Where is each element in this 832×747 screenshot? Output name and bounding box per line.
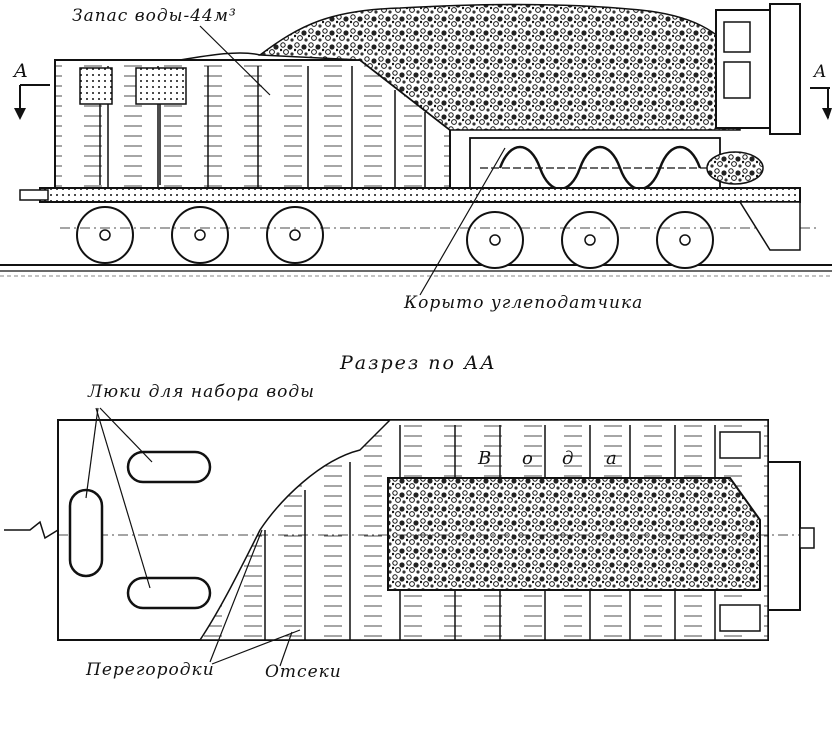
plan-view <box>4 407 815 667</box>
feeder-trough <box>469 137 721 189</box>
side-view <box>0 3 832 296</box>
plan-coal-bunker <box>387 477 761 591</box>
section-title: Разрез по АА <box>340 352 497 374</box>
section-mark-right-label: A <box>814 62 828 82</box>
stoker-housing <box>715 9 771 129</box>
coal-feeder-trough-label: Корыто углеподатчика <box>404 293 644 313</box>
water-letter-3: д <box>562 448 575 469</box>
section-marker-left <box>19 84 50 118</box>
plan-hatch-bottom <box>126 576 212 610</box>
water-reserve-label: Запас воды-44м³ <box>72 6 237 26</box>
feeder-screw <box>498 146 702 190</box>
water-hatches-label: Люки для набора воды <box>88 382 316 402</box>
plan-hatch-top <box>126 450 212 484</box>
partitions-label: Перегородки <box>86 660 215 680</box>
wheels <box>76 206 714 269</box>
plan-hatch-left <box>68 488 104 578</box>
compartments-label: Отсеки <box>265 662 342 682</box>
frame <box>39 187 801 203</box>
water-letter-1: В <box>478 448 493 469</box>
water-letter-4: а <box>606 448 618 469</box>
hatch-right <box>135 67 187 105</box>
water-letter-2: о <box>522 448 534 469</box>
section-mark-left-label: A <box>14 60 30 82</box>
hatch-left <box>79 67 113 105</box>
